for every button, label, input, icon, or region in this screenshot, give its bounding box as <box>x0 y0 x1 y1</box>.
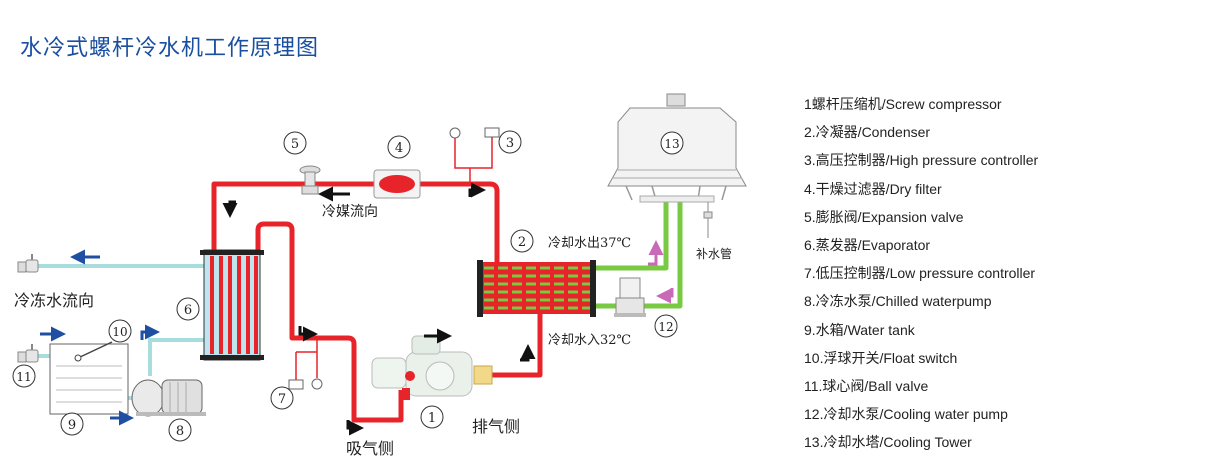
cooling-water-in-label: 冷却水入32℃ <box>548 333 631 348</box>
ball-valve-outlet <box>17 254 39 273</box>
legend-item-8: 8.冷冻水泵/Chilled waterpump <box>804 293 992 310</box>
callout-2 <box>510 229 534 253</box>
makeup-pipe-label: 补水管 <box>696 246 732 261</box>
legend-item-2: 2.冷凝器/Condenser <box>804 124 931 141</box>
expansion-valve <box>299 165 321 195</box>
pump-to-evaporator-pipe <box>148 338 204 376</box>
callout-11 <box>12 364 36 388</box>
discharge-side-label: 排气侧 <box>472 417 520 436</box>
callout-5 <box>283 131 307 155</box>
arrow-top-right <box>468 182 486 198</box>
suction-side-label: 吸气侧 <box>346 439 394 458</box>
callout-3 <box>498 130 522 154</box>
float-arrow <box>140 324 160 340</box>
callout-number-8: 8 <box>176 424 184 439</box>
legend-item-11: 11.球心阀/Ball valve <box>804 377 929 394</box>
diagram-labels: 冷媒流向 冷冻水流向 吸气侧 排气侧 冷却水出37℃ 冷却水入32℃ 补水管 <box>14 204 732 458</box>
arrow-top-left <box>222 200 238 218</box>
legend-item-12: 12.冷却水泵/Cooling water pump <box>804 406 1008 423</box>
evaporator <box>200 249 264 361</box>
legend-item-4: 4.干燥过滤器/Dry filter <box>804 180 942 197</box>
cooling-water-pump <box>614 277 646 317</box>
callout-number-7: 7 <box>278 392 286 407</box>
callout-4 <box>387 135 411 159</box>
legend-item-7: 7.低压控制器/Low pressure controller <box>804 265 1036 282</box>
callout-number-4: 4 <box>395 141 403 156</box>
flow-arrows <box>40 182 674 436</box>
cooling-out-arrow <box>648 240 664 266</box>
diagram-title: 水冷式螺杆冷水机工作原理图 <box>20 36 320 61</box>
suction-line <box>255 221 404 423</box>
water-tank <box>49 341 129 415</box>
condenser <box>477 260 596 317</box>
callout-number-11: 11 <box>16 370 31 384</box>
dry-filter <box>373 169 421 199</box>
cooling-in-arrow <box>656 288 674 304</box>
callout-number-10: 10 <box>112 325 127 339</box>
callout-7 <box>270 386 294 410</box>
cooling-water-out-pipe <box>592 200 669 271</box>
cooling-water-out-label: 冷却水出37℃ <box>548 236 631 251</box>
callout-8 <box>168 418 192 442</box>
callout-numbers: 1 2 3 4 5 6 7 8 9 10 11 12 13 <box>16 136 679 439</box>
low-pressure-controller <box>288 337 323 390</box>
callout-12 <box>654 314 678 338</box>
refrigerant-pipes <box>211 181 543 423</box>
legend-item-10: 10.浮球开关/Float switch <box>804 349 958 366</box>
legend-item-6: 6.蒸发器/Evaporator <box>804 236 931 253</box>
callout-number-12: 12 <box>658 320 673 334</box>
callout-number-6: 6 <box>184 303 192 318</box>
liquid-line <box>211 181 500 262</box>
high-pressure-controller <box>449 127 500 184</box>
callout-10 <box>108 319 132 343</box>
chilled-water-pump <box>131 379 206 417</box>
component-legend: 1螺杆压缩机/Screw compressor 2.冷凝器/Condenser … <box>804 90 1214 456</box>
callout-number-9: 9 <box>68 418 76 433</box>
callout-6 <box>176 297 200 321</box>
arrow-suction-mid <box>298 326 318 342</box>
callout-13 <box>660 131 684 155</box>
callout-number-3: 3 <box>506 136 514 151</box>
arrow-suction-bottom <box>346 420 364 436</box>
legend-item-13: 13.冷却水塔/Cooling Tower <box>804 434 972 451</box>
callouts <box>12 130 684 442</box>
callout-1 <box>420 405 444 429</box>
callout-number-13: 13 <box>664 137 679 151</box>
callout-number-5: 5 <box>291 137 299 152</box>
legend-item-3: 3.高压控制器/High pressure controller <box>804 152 1039 169</box>
callout-9 <box>60 412 84 436</box>
cooling-tower <box>607 93 747 238</box>
chilled-water-flow-label: 冷冻水流向 <box>14 291 94 310</box>
legend-item-5: 5.膨胀阀/Expansion valve <box>804 208 964 225</box>
ball-valve <box>17 344 39 363</box>
discharge-line <box>492 312 543 378</box>
screw-compressor <box>371 335 493 400</box>
arrow-discharge-up <box>520 344 536 362</box>
legend-item-9: 9.水箱/Water tank <box>804 321 915 338</box>
refrigerant-flow-label: 冷媒流向 <box>322 204 378 220</box>
callout-number-1: 1 <box>428 411 436 426</box>
callout-number-2: 2 <box>518 235 526 250</box>
legend-item-1: 1螺杆压缩机/Screw compressor <box>804 96 1002 112</box>
